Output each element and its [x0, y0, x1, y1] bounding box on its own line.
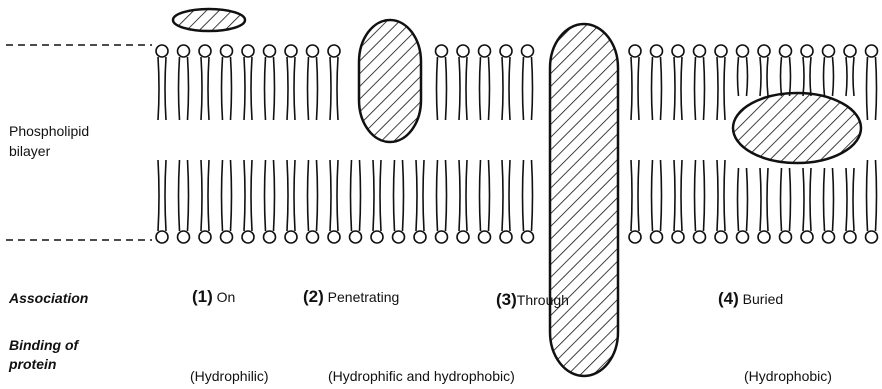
association-4-number: (4) — [718, 289, 739, 308]
association-4: (4) Buried — [718, 289, 783, 309]
binding-4: (Hydrophobic) — [744, 368, 832, 384]
association-3: (3)Through — [496, 290, 569, 310]
association-3-text: Through — [517, 292, 569, 308]
protein-penetrating — [359, 20, 421, 142]
binding-1: (Hydrophilic) — [190, 368, 269, 384]
association-1-text: On — [217, 289, 236, 305]
bilayer-label: Phospholipid bilayer — [9, 121, 89, 161]
binding-row-label-line-2: protein — [9, 355, 78, 374]
association-4-text: Buried — [743, 291, 783, 307]
binding-2: (Hydrophific and hydrophobic) — [328, 368, 515, 384]
binding-row-label-line-1: Binding of — [9, 336, 78, 355]
binding-row-label: Binding of protein — [9, 336, 78, 374]
protein-through — [550, 24, 618, 376]
protein-buried — [733, 93, 861, 163]
bilayer-label-line-2: bilayer — [9, 141, 89, 161]
association-row-label: Association — [9, 290, 88, 306]
association-2: (2) Penetrating — [303, 287, 399, 307]
association-1-number: (1) — [192, 287, 213, 306]
association-2-text: Penetrating — [328, 289, 400, 305]
association-1: (1) On — [192, 287, 235, 307]
association-3-number: (3) — [496, 290, 517, 309]
association-2-number: (2) — [303, 287, 324, 306]
bilayer-label-line-1: Phospholipid — [9, 121, 89, 141]
protein-on-surface — [173, 9, 245, 31]
